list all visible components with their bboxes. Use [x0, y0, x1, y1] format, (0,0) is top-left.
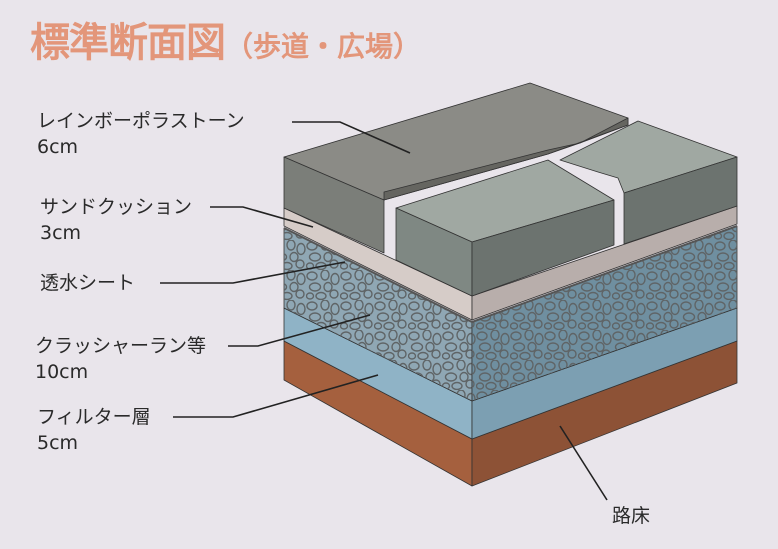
paver-right-front [623, 156, 738, 245]
title-main: 標準断面図 [30, 20, 226, 66]
label-sand: サンドクッション 3cm [40, 194, 192, 246]
leader-line-paver [292, 121, 411, 154]
paver-slab-front [283, 156, 385, 254]
leader-line-sand [210, 206, 314, 228]
leader-line-sheet [160, 261, 346, 284]
label-crushed: クラッシャーラン等 10cm [35, 333, 206, 385]
label-name: レインボーポラストーン [37, 110, 245, 132]
paver-slab-edge [383, 117, 629, 201]
paver-middle-right [471, 199, 615, 297]
label-name: サンドクッション [40, 196, 193, 218]
label-thickness: 10cm [35, 361, 89, 383]
label-thickness: 6cm [37, 136, 79, 158]
permeable-sheet [283, 225, 738, 323]
leader-line-subgrade [559, 425, 608, 501]
label-sheet: 透水シート [40, 270, 135, 296]
label-subgrade: 路床 [612, 503, 650, 529]
label-name: 透水シート [40, 272, 136, 294]
label-name: 路床 [612, 505, 651, 527]
label-thickness: 3cm [40, 222, 82, 244]
leader-line-crushed [228, 314, 371, 347]
label-name: クラッシャーラン等 [35, 335, 207, 357]
label-thickness: 5cm [37, 432, 79, 454]
label-paver: レインボーポラストーン 6cm [37, 108, 245, 160]
title-sub: （歩道・広場） [225, 30, 422, 63]
page-title: 標準断面図（歩道・広場） [30, 10, 421, 68]
label-name: フィルター層 [37, 406, 151, 428]
leader-line-filter [173, 374, 379, 418]
label-filter: フィルター層 5cm [37, 404, 151, 456]
